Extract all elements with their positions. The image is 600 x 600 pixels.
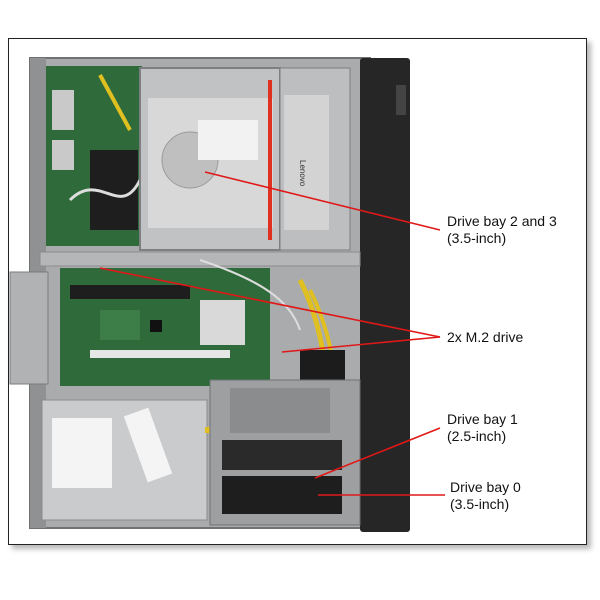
callout-drive-bay-2-3: Drive bay 2 and 3 (3.5-inch): [447, 213, 557, 247]
callout-drive-bay-0: Drive bay 0 (3.5-inch): [450, 479, 521, 513]
callout-drive-bay-0-size: (3.5-inch): [450, 496, 510, 512]
callout-drive-bay-2-3-title: Drive bay 2 and 3: [447, 213, 557, 229]
callout-drive-bay-1-size: (2.5-inch): [447, 428, 507, 444]
callout-drive-bay-0-title: Drive bay 0: [450, 479, 521, 495]
front-bezel: [360, 58, 410, 532]
callout-m2-drive-title: 2x M.2 drive: [447, 329, 524, 345]
callout-m2-drive: 2x M.2 drive: [447, 329, 523, 346]
callout-drive-bay-1-title: Drive bay 1: [447, 411, 518, 427]
hdd-brand-label: Lenovo: [298, 160, 307, 187]
callout-drive-bay-1: Drive bay 1 (2.5-inch): [447, 411, 518, 445]
callout-drive-bay-2-3-size: (3.5-inch): [447, 230, 507, 246]
